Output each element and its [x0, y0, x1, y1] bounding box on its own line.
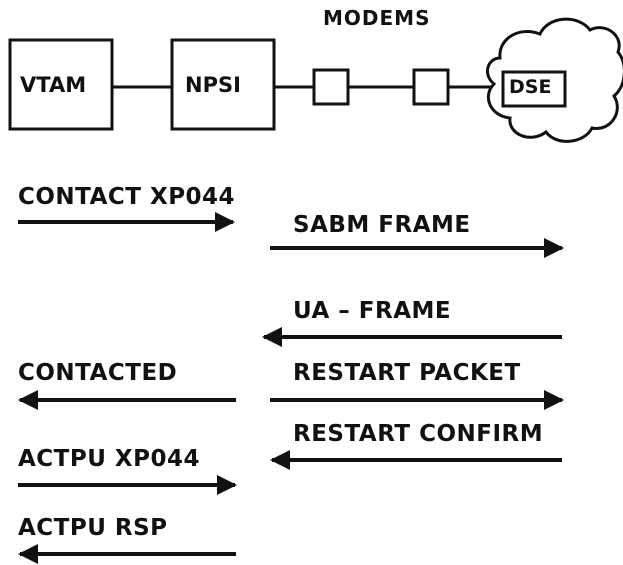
dse-box: [501, 70, 567, 108]
contacted-label: CONTACTED: [18, 360, 178, 386]
npsi-label: NPSI: [185, 73, 241, 97]
dse-label: DSE: [509, 76, 552, 98]
vtam-box: [8, 38, 114, 131]
ua-label: UA – FRAME: [293, 298, 452, 324]
modems-label: MODEMS: [323, 6, 431, 30]
network-cloud: [485, 17, 623, 143]
restart-confirm-label: RESTART CONFIRM: [293, 421, 544, 447]
modem-2: [412, 68, 450, 106]
actpu-label: ACTPU XP044: [18, 446, 201, 472]
restart-packet-label: RESTART PACKET: [293, 360, 521, 386]
modem-1: [312, 68, 350, 106]
npsi-box: [170, 38, 276, 131]
vtam-label: VTAM: [20, 73, 87, 97]
actpu-rsp-label: ACTPU RSP: [18, 515, 168, 541]
contact-label: CONTACT XP044: [18, 184, 236, 210]
sabm-label: SABM FRAME: [293, 212, 471, 238]
